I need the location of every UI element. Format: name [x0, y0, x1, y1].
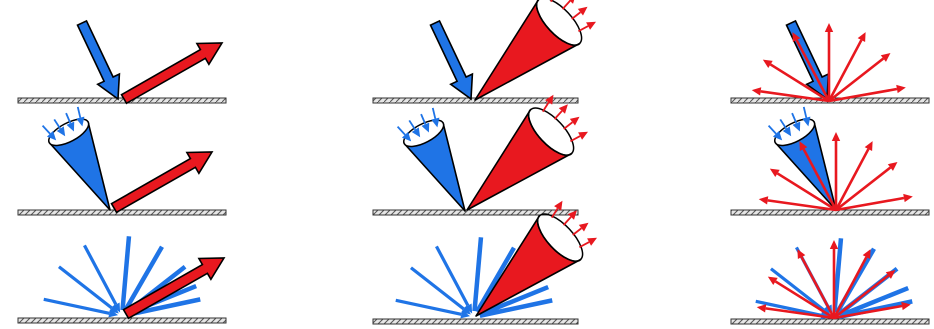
- incident-ray: [478, 284, 550, 317]
- incident-beam: [76, 19, 121, 101]
- incident-cone: [396, 107, 466, 212]
- incident-ray: [832, 238, 844, 313]
- cone-ray: [572, 222, 589, 236]
- reflected-beam: [120, 42, 224, 105]
- reflecting-surface: [730, 209, 930, 216]
- cone-ray: [41, 125, 57, 141]
- reflected-ray: [833, 301, 911, 320]
- reflected-cone: [466, 94, 589, 211]
- reflected-ray: [835, 193, 913, 212]
- cone-ray: [431, 107, 440, 128]
- reflected-cone: [475, 200, 598, 317]
- incident-ray: [435, 245, 473, 314]
- reflected-ray: [824, 23, 834, 101]
- reflected-ray: [833, 269, 896, 320]
- incident-ray: [43, 297, 119, 318]
- reflected-beam: [122, 257, 226, 320]
- reflected-ray: [762, 59, 830, 103]
- panel-dc: [372, 0, 597, 104]
- incident-cone: [767, 106, 837, 211]
- reflected-ray: [751, 87, 830, 103]
- panel-dh: [730, 19, 930, 104]
- reflected-ray: [832, 249, 871, 319]
- cone-ray: [578, 237, 598, 249]
- reflecting-surface: [17, 209, 227, 216]
- incident-ray: [475, 246, 516, 313]
- cone-ray: [563, 116, 580, 130]
- panel-cd: [17, 106, 227, 216]
- cone-ray: [65, 112, 75, 132]
- cone-ray: [791, 112, 801, 132]
- reflected-ray: [831, 132, 841, 210]
- cone-ray: [420, 113, 430, 133]
- reflected-ray: [799, 141, 838, 211]
- incident-ray: [123, 245, 164, 312]
- cone-ray: [571, 6, 588, 20]
- panel-hh: [730, 238, 930, 325]
- panel-cc: [372, 94, 589, 216]
- reflected-ray: [797, 249, 836, 319]
- cone-ray: [542, 94, 554, 113]
- reflecting-surface: [372, 209, 579, 216]
- incident-ray: [395, 298, 471, 319]
- cone-ray: [408, 119, 421, 138]
- cone-ray: [553, 104, 568, 120]
- incident-ray: [83, 244, 121, 313]
- reflected-ray: [758, 196, 837, 212]
- panel-ch: [730, 106, 930, 216]
- reflecting-surface: [17, 97, 227, 104]
- cone-ray: [53, 118, 66, 137]
- incident-ray: [472, 237, 484, 312]
- incident-ray: [479, 298, 553, 318]
- cone-ray: [396, 126, 412, 142]
- reflecting-surface: [17, 317, 227, 324]
- cone-ray: [76, 106, 85, 127]
- reflected-ray: [827, 32, 866, 102]
- cone-ray: [562, 210, 577, 226]
- incident-cone: [41, 106, 111, 211]
- cone-ray: [551, 200, 563, 219]
- reflected-beam: [110, 151, 214, 214]
- reflected-ray: [792, 32, 831, 102]
- cone-ray: [779, 118, 792, 137]
- reflected-ray: [829, 240, 839, 318]
- reflected-ray: [828, 52, 891, 103]
- cone-ray: [569, 131, 589, 143]
- reflected-cone: [474, 0, 597, 101]
- cone-ray: [767, 125, 783, 141]
- reflecting-surface: [372, 318, 579, 325]
- reflected-ray: [767, 276, 835, 320]
- cone-ray: [802, 106, 811, 127]
- panel-dd: [17, 19, 227, 105]
- reflected-ray: [769, 168, 837, 212]
- reflected-ray: [756, 304, 835, 320]
- reflected-ray: [828, 84, 906, 103]
- incident-ray: [120, 236, 132, 311]
- reflecting-surface: [730, 318, 930, 325]
- panel-hcc: [372, 200, 598, 325]
- cone-ray: [577, 21, 597, 33]
- incident-ray: [838, 285, 910, 318]
- cone-ray: [550, 0, 553, 3]
- reflected-ray: [835, 161, 898, 212]
- cone-ray: [561, 0, 575, 10]
- incident-beam: [429, 19, 474, 101]
- panel-hd: [17, 236, 227, 324]
- reflected-ray: [834, 141, 873, 211]
